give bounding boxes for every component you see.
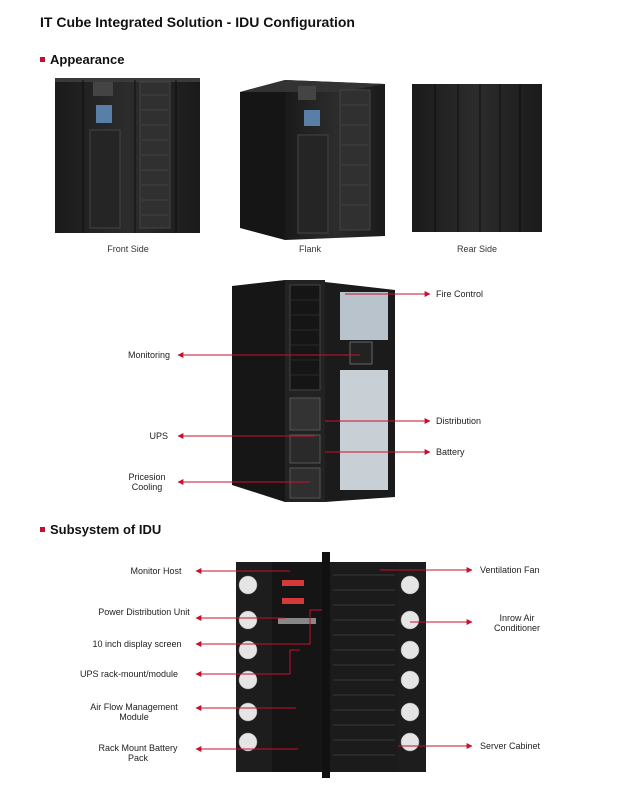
label-inrow-air-conditioner: Inrow Air Conditioner (493, 613, 541, 633)
subsystem-cabinet-image (236, 552, 426, 778)
label-power-distribution-unit: Power Distribution Unit (98, 607, 190, 617)
label-monitoring: Monitoring (127, 350, 170, 360)
label-precision-cooling: Pricesion Cooling (128, 472, 166, 492)
label-fire-control: Fire Control (436, 289, 484, 299)
flank-image (240, 80, 385, 240)
component-arrows (177, 291, 431, 485)
subsystem-arrows (195, 567, 473, 752)
caption-front-side: Front Side (107, 244, 149, 254)
rear-side-image (412, 84, 542, 232)
front-side-image (55, 78, 200, 233)
section-appearance-heading: Appearance (40, 52, 124, 67)
label-ups-rack-mount: UPS rack-mount/module (79, 669, 179, 679)
label-ups: UPS (149, 431, 168, 441)
label-display-screen: 10 inch display screen (92, 639, 182, 649)
caption-flank: Flank (298, 244, 321, 254)
label-server-cabinet: Server Cabinet (480, 741, 541, 751)
open-cabinet-image (232, 280, 395, 502)
label-distribution: Distribution (436, 416, 482, 426)
bullet-icon (40, 527, 45, 533)
label-air-flow-management: Air Flow Management Module (90, 702, 178, 722)
section-subsystem-heading: Subsystem of IDU (40, 522, 161, 537)
label-battery-pack: Rack Mount Battery Pack (98, 743, 178, 763)
bullet-icon (40, 57, 45, 63)
label-monitor-host: Monitor Host (130, 566, 182, 576)
label-ventilation-fan: Ventilation Fan (480, 565, 540, 575)
label-battery: Battery (436, 447, 465, 457)
page-title: IT Cube Integrated Solution - IDU Config… (40, 14, 355, 30)
caption-rear-side: Rear Side (456, 244, 498, 254)
